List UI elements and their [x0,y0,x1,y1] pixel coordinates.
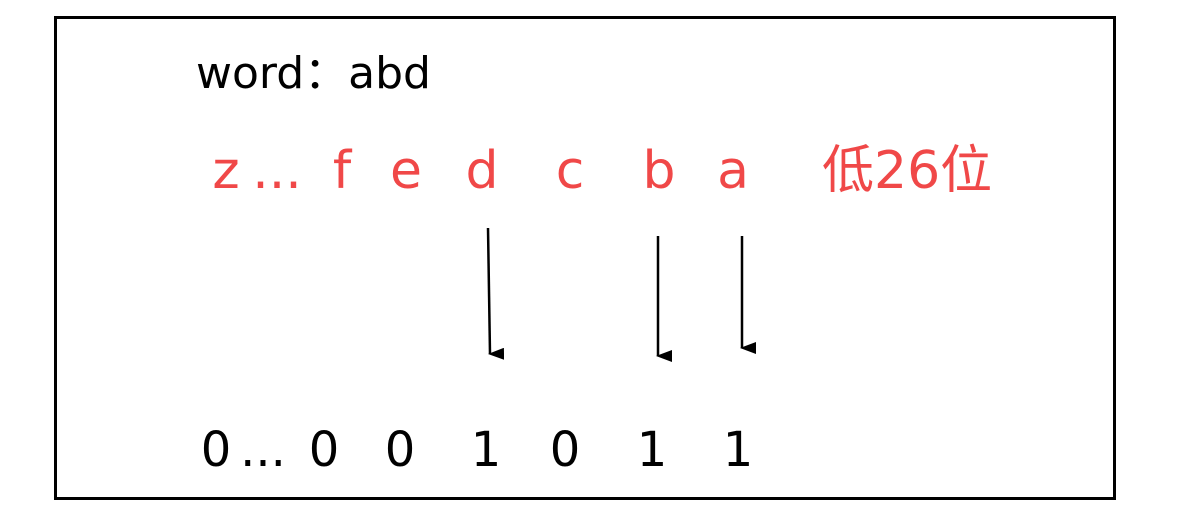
letter-b: b [642,141,676,201]
letter-z: z [212,141,240,201]
diagram-frame [54,16,1116,500]
bit-b: 1 [636,422,668,478]
letter-f: f [332,141,352,201]
bit-c: 0 [549,422,581,478]
word-value: abd [348,48,431,99]
bit-e: 0 [384,422,416,478]
letter-c: c [555,141,585,201]
bit-ellipsis: ... [240,422,286,478]
letter-a: a [717,141,749,201]
low-26-bits-label: 低26位 [822,141,993,201]
word-line: word：abd [196,44,431,104]
letter-d: d [465,141,499,201]
word-separator: ： [304,48,349,99]
word-label: word [196,48,305,99]
bit-a: 1 [722,422,754,478]
letter-e: e [390,141,422,201]
bit-d: 1 [470,422,502,478]
bit-f: 0 [308,422,340,478]
letter-ellipsis: ... [252,141,302,201]
bit-0: 0 [200,422,232,478]
